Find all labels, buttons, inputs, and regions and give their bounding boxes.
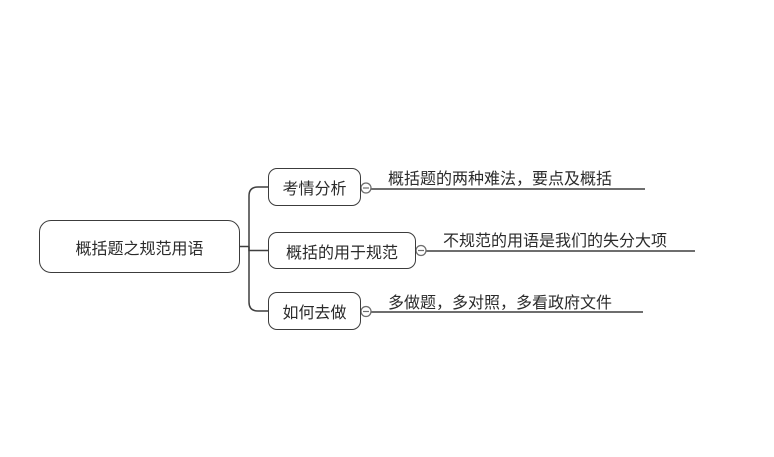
collapse-handle-top[interactable]	[360, 182, 372, 194]
branch-node-exam-analysis[interactable]: 考情分析	[268, 168, 361, 206]
leaf-note-how-to-do[interactable]: 多做题，多对照，多看政府文件	[388, 293, 613, 312]
connector-branch-middle	[248, 246, 268, 252]
collapse-handle-bottom[interactable]	[360, 305, 372, 318]
leaf-note-exam-analysis[interactable]: 概括题的两种难法，要点及概括	[388, 169, 613, 188]
branch-node-label: 概括的用于规范	[285, 242, 398, 262]
connector-branch-bottom	[248, 246, 268, 312]
root-node[interactable]: 概括题之规范用语	[39, 220, 240, 273]
leaf-note-standard-wording[interactable]: 不规范的用语是我们的失分大项	[443, 231, 668, 250]
branch-node-standard-wording[interactable]: 概括的用于规范	[268, 232, 416, 269]
branch-node-label: 考情分析	[282, 179, 347, 198]
branch-node-how-to-do[interactable]: 如何去做	[268, 292, 361, 330]
collapse-handle-middle[interactable]	[415, 244, 427, 257]
branch-node-label: 如何去做	[282, 303, 347, 322]
connector-branch-top	[248, 186, 268, 247]
root-node-label: 概括题之规范用语	[75, 238, 204, 258]
